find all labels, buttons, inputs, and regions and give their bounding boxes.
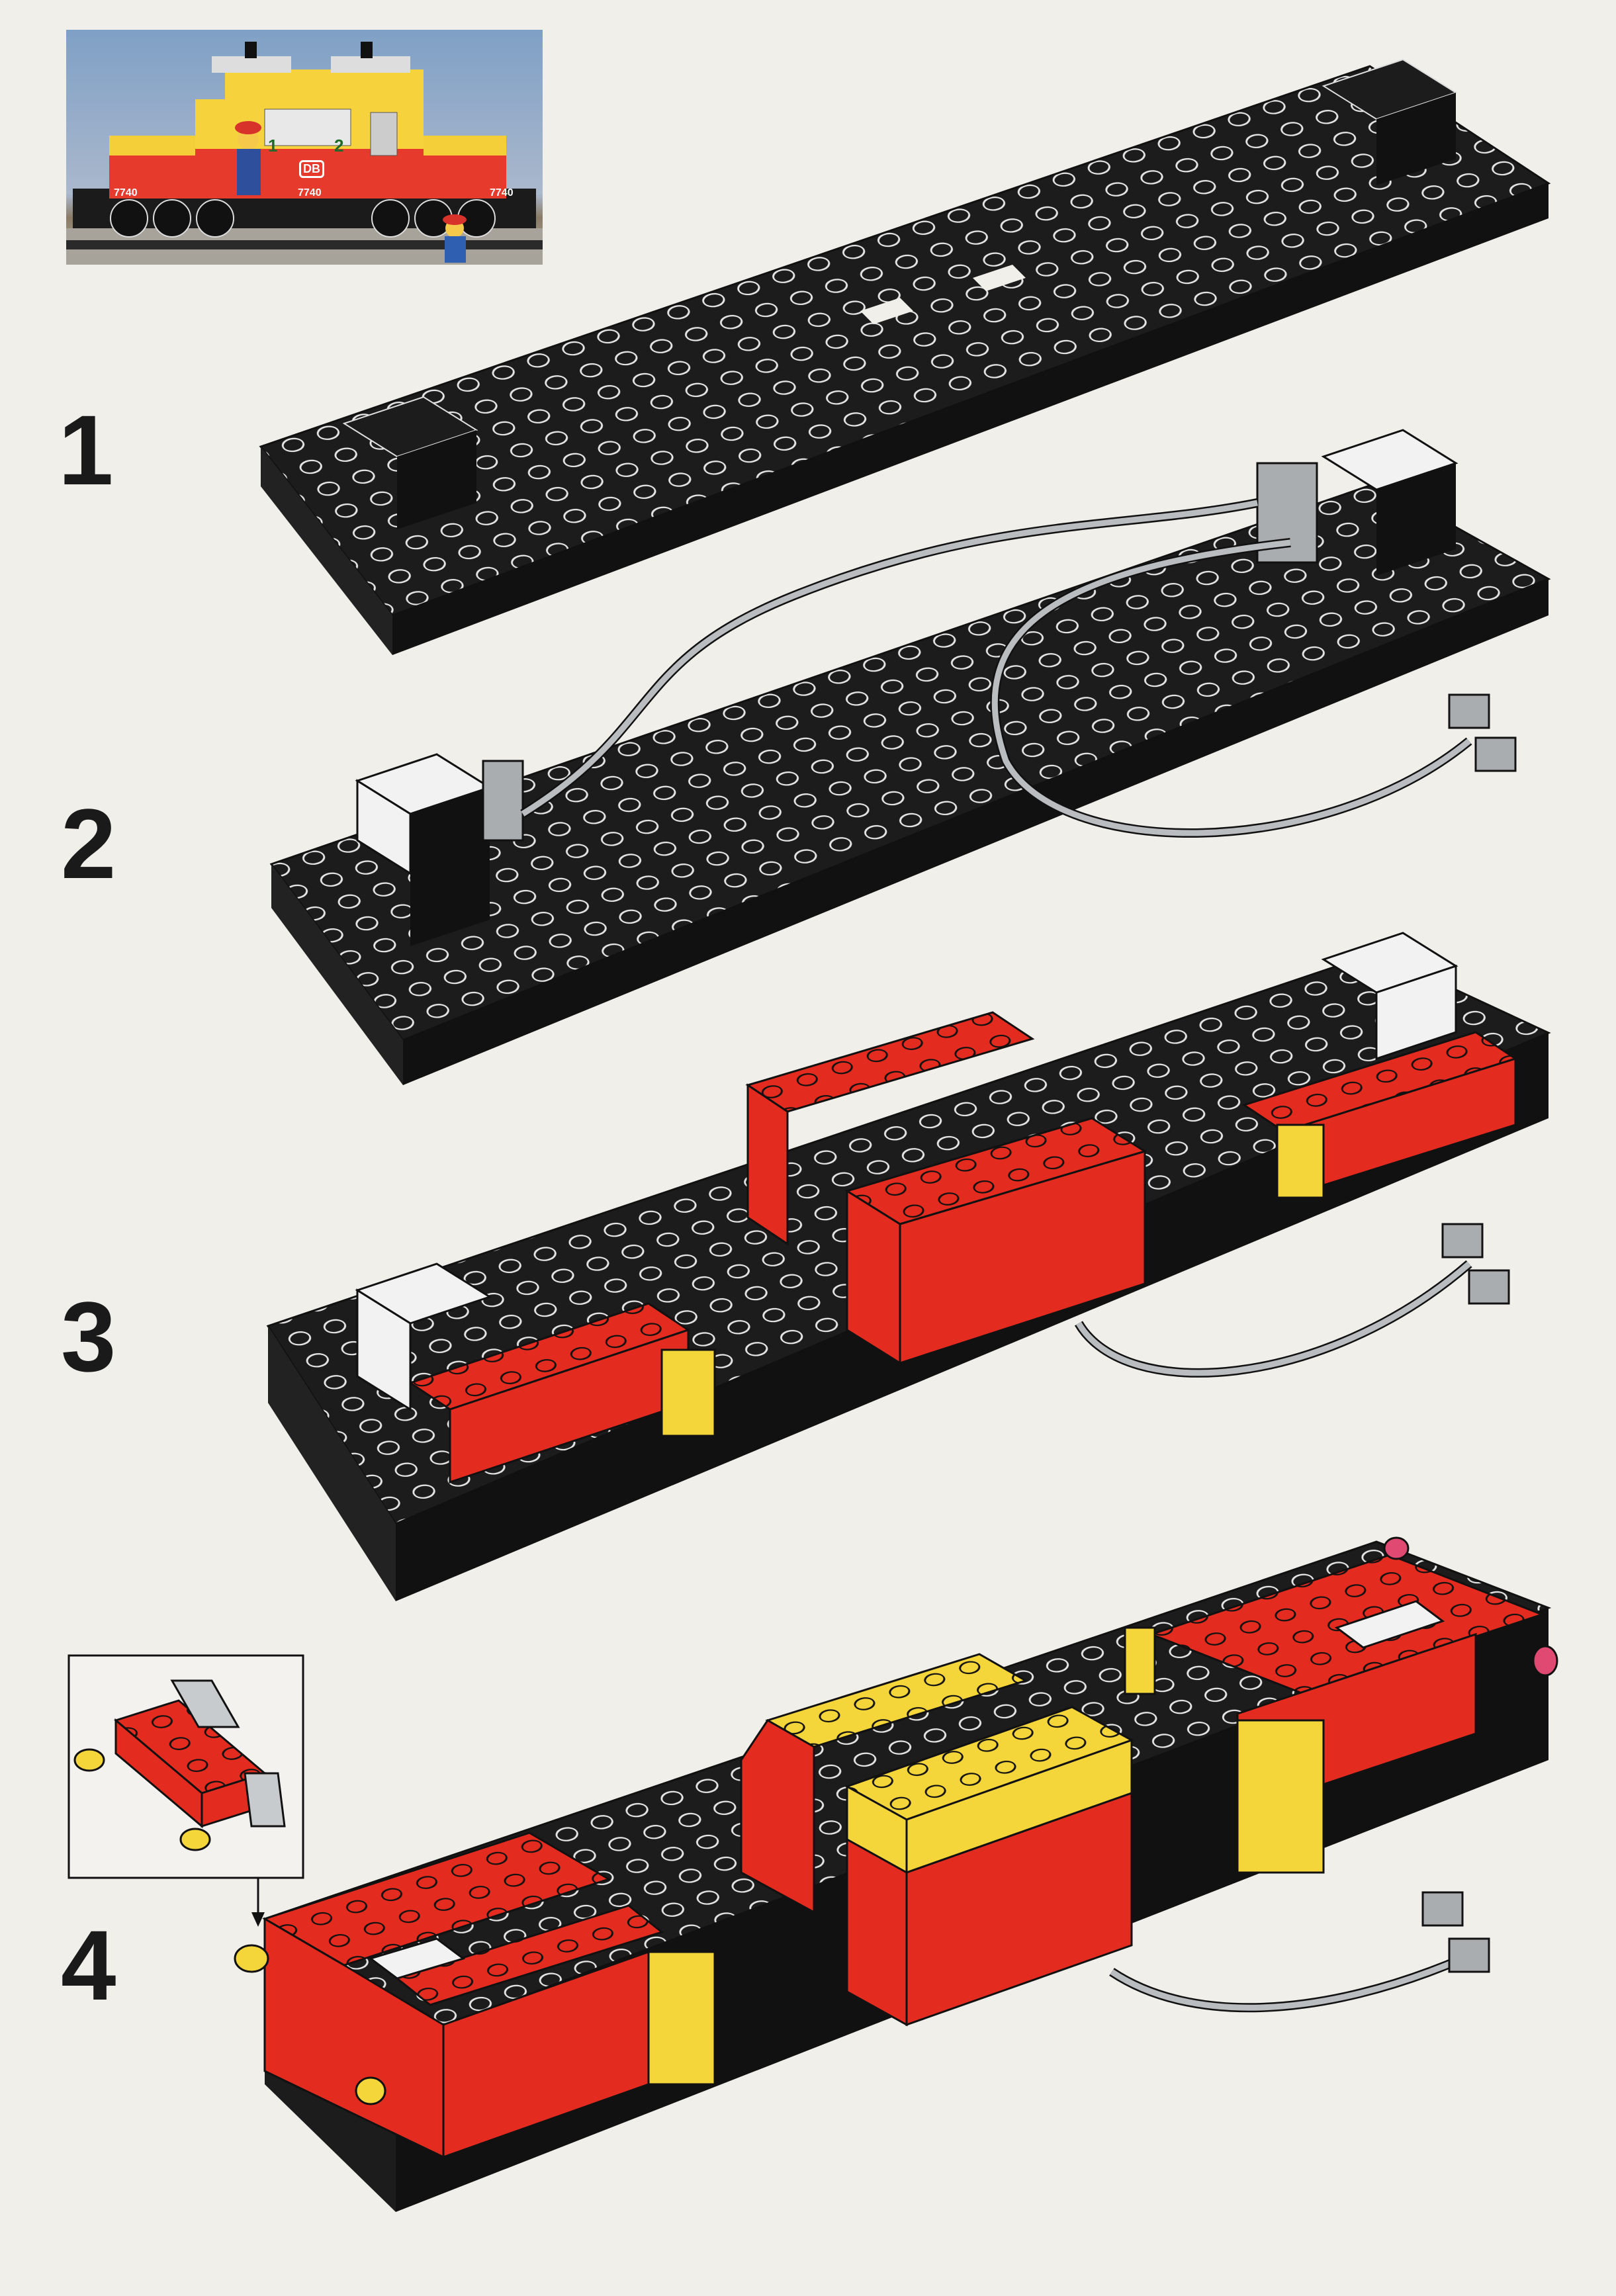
connector-plug-icon: [1448, 693, 1490, 729]
step-number-2: 2: [61, 788, 116, 899]
connector-plug-icon: [1448, 1937, 1490, 1973]
step-2-baseplate-with-motor-wiring: [269, 429, 1551, 1085]
photo-model-number-right: 7740: [490, 187, 514, 199]
connector-plug-icon: [1474, 736, 1517, 772]
photo-model-number-left: 7740: [114, 187, 138, 199]
connector-plug-icon: [1441, 1223, 1484, 1258]
photo-model-number-center: 7740: [298, 187, 322, 199]
finished-model-photo: 7740 7740 7740 DB 1 2: [66, 30, 543, 265]
step-number-1: 1: [58, 394, 114, 506]
step-number-3: 3: [61, 1281, 116, 1392]
photo-cab-number-1: 1: [268, 136, 278, 155]
photo-cab-number-2: 2: [334, 136, 344, 155]
step-number-4: 4: [61, 1910, 116, 2021]
connector-plug-icon: [1468, 1269, 1510, 1305]
step-4-chassis-with-yellow-bricks: [234, 1536, 1558, 2212]
locomotive-photo-illustration: [66, 42, 543, 265]
step-4-subassembly-inset: [67, 1654, 304, 1927]
connector-plug-icon: [1421, 1891, 1464, 1927]
photo-db-logo: DB: [299, 160, 324, 178]
step-1-baseplate: [259, 58, 1551, 655]
step-3-frame-with-red-bricks: [266, 932, 1551, 1601]
